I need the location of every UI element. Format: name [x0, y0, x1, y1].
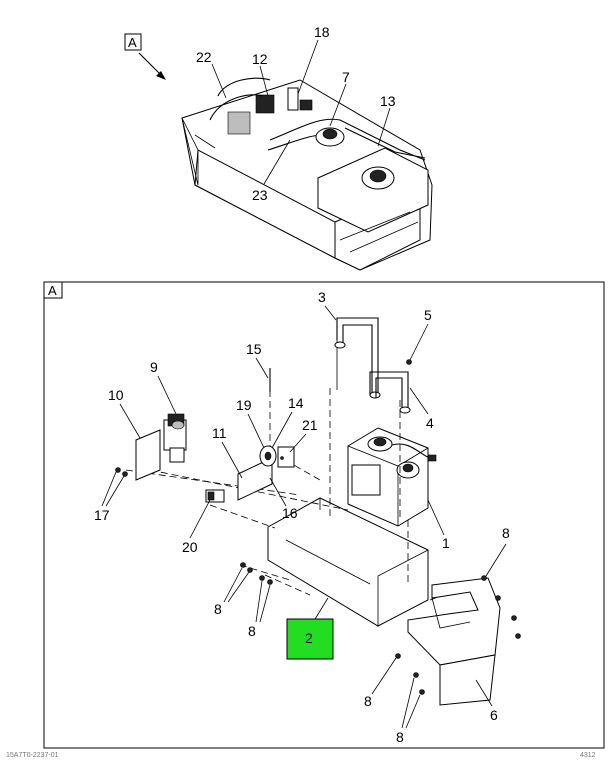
view-a-label-top: A — [128, 35, 137, 50]
bracket-4 — [369, 371, 409, 410]
callout-8a: 8 — [214, 601, 222, 617]
callout-21: 21 — [302, 417, 318, 433]
callout-11: 11 — [212, 425, 227, 441]
detail-frame — [43, 281, 605, 749]
bracket-3 — [336, 317, 379, 395]
callout-4: 4 — [426, 415, 434, 431]
top-assembly-view: A 22 12 18 7 — [124, 24, 433, 271]
view-arrow — [138, 52, 163, 77]
callout-10: 10 — [108, 387, 124, 403]
callout-8c: 8 — [502, 525, 510, 541]
callout-20: 20 — [182, 539, 198, 555]
view-a-box-top — [124, 33, 142, 51]
callout-8b: 8 — [248, 623, 256, 639]
view-arrow-head — [156, 71, 166, 80]
callout-14: 14 — [288, 395, 304, 411]
bracket-10 — [135, 429, 161, 481]
callout-23: 23 — [252, 187, 268, 203]
footer-left: 15A7T0-2237-01 — [6, 752, 59, 759]
callout-22: 22 — [196, 49, 212, 65]
callout-15: 15 — [246, 341, 262, 357]
view-a-box-detail — [43, 281, 63, 299]
view-a-label-detail: A — [48, 283, 57, 298]
callout-6: 6 — [490, 707, 498, 723]
callout-7: 7 — [342, 69, 350, 85]
part-2-highlight[interactable] — [286, 618, 334, 660]
callout-19: 19 — [236, 397, 252, 413]
callout-8d: 8 — [364, 693, 372, 709]
callout-13: 13 — [380, 93, 396, 109]
callout-12: 12 — [252, 51, 268, 67]
valve-block — [227, 111, 251, 135]
callout-2: 2 — [305, 630, 313, 646]
callout-16: 16 — [282, 505, 298, 521]
callout-18: 18 — [314, 24, 330, 40]
reservoir-housing — [317, 147, 429, 233]
callout-17: 17 — [94, 507, 110, 523]
reservoir-1 — [347, 427, 429, 527]
solenoid-top — [255, 94, 275, 114]
exploded-view: 3 4 5 1 2 — [94, 289, 521, 745]
callout-1: 1 — [442, 535, 450, 551]
cover-6 — [407, 577, 501, 666]
bracket-11 — [237, 457, 273, 501]
callout-5: 5 — [424, 307, 432, 323]
footer-right: 4312 — [580, 752, 596, 759]
callout-3: 3 — [318, 289, 326, 305]
callout-9: 9 — [150, 359, 158, 375]
callout-8e: 8 — [396, 729, 404, 745]
